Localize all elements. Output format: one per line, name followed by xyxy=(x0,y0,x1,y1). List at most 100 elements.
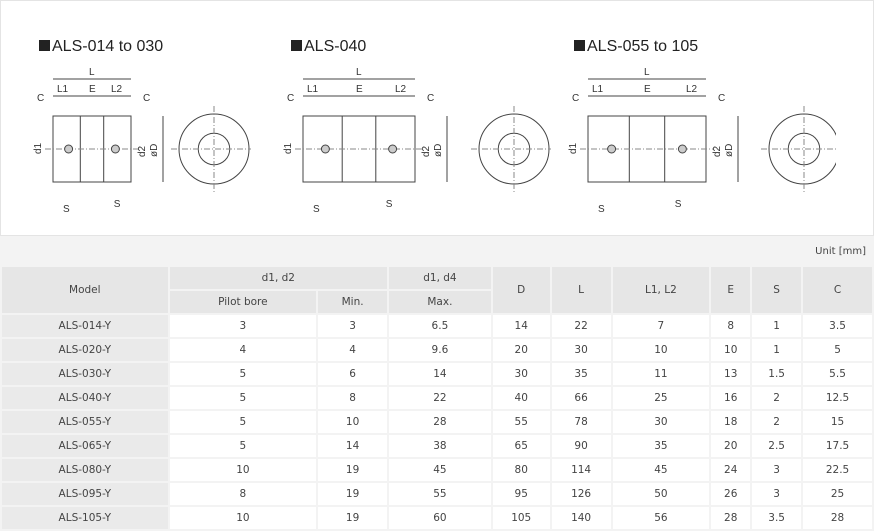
model-cell: ALS-105-Y xyxy=(0,505,170,531)
specifications-table: Model d1, d2 d1, d4 D L L1, L2 E S C Pil… xyxy=(0,265,874,531)
value-cell: 5 xyxy=(167,385,319,411)
dim-label-L: L xyxy=(89,67,95,78)
dim-label-S: S xyxy=(313,204,320,215)
value-cell: 3.5 xyxy=(801,313,874,339)
dim-label-L2: L2 xyxy=(111,84,123,95)
model-cell: ALS-095-Y xyxy=(0,481,170,507)
dim-label-C: C xyxy=(718,93,725,104)
value-cell: 66 xyxy=(549,385,613,411)
value-cell: 9.6 xyxy=(387,337,493,363)
value-cell: 105 xyxy=(490,505,552,531)
value-cell: 90 xyxy=(549,433,613,459)
dim-label-S: S xyxy=(386,199,393,210)
value-cell: 15 xyxy=(801,409,874,435)
value-cell: 45 xyxy=(387,457,493,483)
value-cell: 5 xyxy=(167,361,319,387)
dim-label-L1: L1 xyxy=(57,84,69,95)
value-cell: 8 xyxy=(167,481,319,507)
model-cell: ALS-065-Y xyxy=(0,433,170,459)
value-cell: 78 xyxy=(549,409,613,435)
unit-label: Unit [mm] xyxy=(815,246,866,257)
dim-label-S: S xyxy=(675,199,682,210)
value-cell: 22.5 xyxy=(801,457,874,483)
value-cell: 95 xyxy=(490,481,552,507)
value-cell: 5 xyxy=(801,337,874,363)
dim-label-d1: d1 xyxy=(33,142,44,154)
value-cell: 6.5 xyxy=(387,313,493,339)
dim-label-D: øD xyxy=(149,144,160,157)
diagram-title: ALS-055 to 105 xyxy=(574,38,698,56)
dim-label-C: C xyxy=(37,93,44,104)
dim-label-E: E xyxy=(89,84,96,95)
value-cell: 14 xyxy=(490,313,552,339)
value-cell: 25 xyxy=(610,385,712,411)
end-view-bore xyxy=(787,132,821,166)
dim-label-d2: d2 xyxy=(137,145,148,157)
model-cell: ALS-080-Y xyxy=(0,457,170,483)
end-view-bore xyxy=(197,132,231,166)
dim-label-S: S xyxy=(114,199,121,210)
value-cell: 4 xyxy=(316,337,390,363)
model-cell: ALS-014-Y xyxy=(0,313,170,339)
value-cell: 10 xyxy=(167,457,319,483)
value-cell: 30 xyxy=(610,409,712,435)
header-L1-L2: L1, L2 xyxy=(610,265,712,315)
dim-label-L1: L1 xyxy=(592,84,604,95)
value-cell: 50 xyxy=(610,481,712,507)
value-cell: 25 xyxy=(801,481,874,507)
header-min: Min. xyxy=(316,289,390,315)
model-cell: ALS-020-Y xyxy=(0,337,170,363)
dim-label-E: E xyxy=(644,84,651,95)
set-screw-icon xyxy=(677,144,687,154)
dim-label-S: S xyxy=(63,204,70,215)
dim-label-L2: L2 xyxy=(395,84,407,95)
dim-label-L1: L1 xyxy=(307,84,319,95)
value-cell: 10 xyxy=(167,505,319,531)
header-L: L xyxy=(549,265,613,315)
value-cell: 5 xyxy=(167,433,319,459)
value-cell: 28 xyxy=(801,505,874,531)
value-cell: 30 xyxy=(549,337,613,363)
value-cell: 6 xyxy=(316,361,390,387)
value-cell: 3.5 xyxy=(750,505,804,531)
model-cell: ALS-040-Y xyxy=(0,385,170,411)
value-cell: 19 xyxy=(316,457,390,483)
dim-label-d2: d2 xyxy=(712,145,723,157)
dim-label-C: C xyxy=(287,93,294,104)
value-cell: 60 xyxy=(387,505,493,531)
dim-label-C: C xyxy=(427,93,434,104)
value-cell: 10 xyxy=(610,337,712,363)
value-cell: 3 xyxy=(316,313,390,339)
dim-label-C: C xyxy=(143,93,150,104)
value-cell: 10 xyxy=(709,337,753,363)
value-cell: 11 xyxy=(610,361,712,387)
value-cell: 80 xyxy=(490,457,552,483)
header-pilot-bore: Pilot bore xyxy=(167,289,319,315)
dim-label-S: S xyxy=(598,204,605,215)
dim-label-L: L xyxy=(644,67,650,78)
header-D: D xyxy=(490,265,552,315)
value-cell: 7 xyxy=(610,313,712,339)
model-cell: ALS-055-Y xyxy=(0,409,170,435)
header-max: Max. xyxy=(387,289,493,315)
value-cell: 28 xyxy=(709,505,753,531)
value-cell: 3 xyxy=(750,457,804,483)
dim-label-E: E xyxy=(356,84,363,95)
value-cell: 12.5 xyxy=(801,385,874,411)
dim-label-C: C xyxy=(572,93,579,104)
value-cell: 3 xyxy=(750,481,804,507)
value-cell: 45 xyxy=(610,457,712,483)
value-cell: 2 xyxy=(750,409,804,435)
value-cell: 18 xyxy=(709,409,753,435)
diagram-title: ALS-040 xyxy=(291,38,366,56)
set-screw-icon xyxy=(388,144,398,154)
set-screw-icon xyxy=(607,144,617,154)
